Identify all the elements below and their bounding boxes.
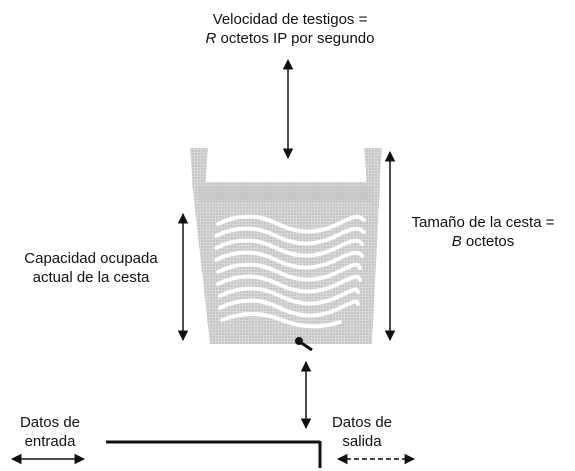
token-rate-label: Velocidad de testigos = R octetos IP por… — [170, 10, 410, 48]
bucket-size-line2: B octetos — [398, 232, 568, 251]
data-in-line2: entrada — [24, 433, 76, 450]
bucket-size-variable: B — [451, 233, 462, 250]
bucket-right-rim — [364, 148, 382, 188]
bucket-size-label: Tamaño de la cesta = B octetos — [398, 213, 568, 251]
data-out-line2: salida — [342, 433, 382, 450]
data-out-line1: Datos de — [331, 414, 393, 431]
token-rate-line2: R octetos IP por segundo — [170, 29, 410, 48]
data-in-line1: Datos de — [19, 414, 81, 431]
token-rate-unit: octetos IP por segundo — [216, 30, 375, 47]
data-in-label: Datos de entrada — [8, 413, 92, 451]
bucket-left-rim — [190, 148, 208, 188]
bucket-contents-waves — [214, 214, 366, 329]
current-capacity-line1: Capacidad ocupada — [24, 250, 158, 267]
token-rate-variable: R — [205, 30, 217, 47]
bucket — [190, 148, 382, 352]
token-rate-line1: Velocidad de testigos = — [212, 11, 368, 28]
data-path-line — [106, 440, 322, 468]
data-out-label: Datos de salida — [320, 413, 404, 451]
bucket-spout — [295, 337, 313, 352]
bucket-size-line1: Tamaño de la cesta = — [411, 214, 555, 231]
current-capacity-line2: actual de la cesta — [32, 269, 150, 286]
current-capacity-label: Capacidad ocupada actual de la cesta — [2, 249, 180, 287]
bucket-size-unit: octetos — [461, 233, 515, 250]
